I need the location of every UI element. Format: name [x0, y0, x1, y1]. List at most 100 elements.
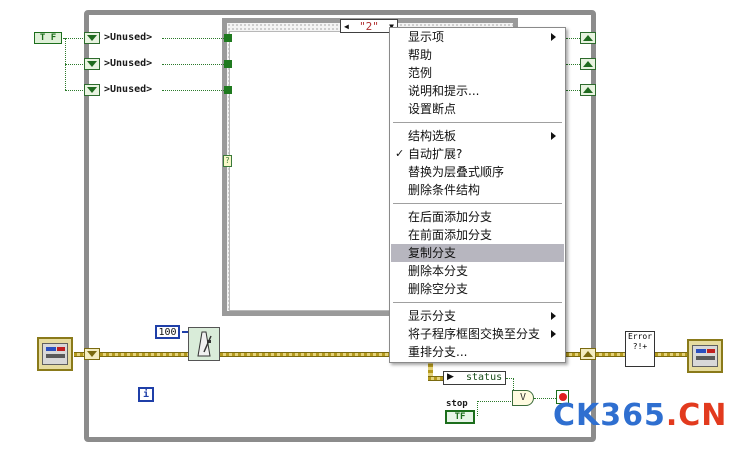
right-shift-register[interactable] [580, 84, 596, 96]
case-selector-terminal[interactable]: ? [223, 155, 232, 167]
menu-item-breakpoint[interactable]: 设置断点 [391, 100, 564, 118]
error-in-cluster[interactable] [37, 337, 73, 371]
menu-item-help[interactable]: 帮助 [391, 46, 564, 64]
error-handler-text: Error ?!+ [627, 332, 653, 351]
submenu-arrow-icon [551, 330, 556, 338]
menu-item-remove-case-structure[interactable]: 删除条件结构 [391, 181, 564, 199]
error-wire[interactable] [74, 352, 88, 357]
error-cluster-icon [692, 345, 718, 367]
left-shift-register[interactable] [84, 32, 100, 44]
error-cluster-icon [42, 343, 68, 365]
unbundle-by-name-status[interactable]: ▶ status [443, 371, 506, 385]
status-wire[interactable] [506, 378, 514, 396]
wait-ms-vi[interactable] [188, 327, 220, 361]
submenu-arrow-icon [551, 312, 556, 320]
stop-boolean-control[interactable]: TF [445, 410, 475, 424]
case-selector-dropdown-icon[interactable]: ▼ [389, 20, 394, 33]
menu-item-label: 显示项 [408, 30, 445, 44]
error-wire[interactable] [655, 352, 687, 357]
menu-item-label: 设置断点 [408, 102, 457, 116]
metronome-icon [197, 331, 212, 357]
error-wire[interactable] [100, 352, 188, 357]
or-gate[interactable]: V [512, 390, 534, 406]
data-wire[interactable] [162, 64, 224, 65]
left-shift-register[interactable] [84, 84, 100, 96]
down-arrow-icon [87, 351, 97, 357]
menu-item-add-case-before[interactable]: 在前面添加分支 [391, 226, 564, 244]
menu-item-remove-empty-cases[interactable]: 删除空分支 [391, 280, 564, 298]
iteration-terminal[interactable]: i [138, 387, 154, 402]
unused-label: >Unused> [104, 84, 153, 95]
menu-item-label: 将子程序框图交换至分支 [408, 327, 541, 341]
unbundle-arrow-icon: ▶ [447, 372, 454, 382]
error-shift-register-right[interactable] [580, 348, 596, 360]
menu-separator [393, 122, 562, 124]
up-arrow-icon [583, 87, 593, 93]
status-label: status [466, 372, 503, 383]
menu-separator [393, 203, 562, 205]
error-wire-down[interactable] [428, 363, 433, 379]
menu-item-label: 复制分支 [408, 246, 457, 260]
numeric-constant-100[interactable]: 100 [155, 325, 180, 339]
context-menu[interactable]: 显示项 帮助 范例 说明和提示... 设置断点 结构选板 ✓自动扩展? 替换为层… [389, 27, 566, 363]
error-wire[interactable] [428, 376, 444, 381]
menu-item-label: 替换为层叠式顺序 [408, 165, 505, 179]
error-wire[interactable] [596, 352, 625, 357]
watermark-part2: .CN [665, 398, 728, 433]
case-selector-prev-icon[interactable]: ◀ [344, 22, 349, 31]
case-selector-value: "2" [359, 20, 379, 33]
boolean-wire[interactable] [63, 38, 85, 39]
menu-item-rearrange-cases[interactable]: 重排分支... [391, 343, 564, 361]
menu-item-description[interactable]: 说明和提示... [391, 82, 564, 100]
while-loop-frame[interactable] [84, 10, 596, 442]
down-arrow-icon [87, 35, 97, 41]
menu-item-structures-palette[interactable]: 结构选板 [391, 127, 564, 145]
case-tunnel[interactable] [224, 60, 232, 68]
boolean-wire[interactable] [534, 398, 556, 399]
unused-label: >Unused> [104, 58, 153, 69]
data-wire[interactable] [162, 38, 224, 39]
case-tunnel[interactable] [224, 86, 232, 94]
data-wire[interactable] [566, 38, 580, 39]
error-wire[interactable] [566, 352, 580, 357]
menu-item-label: 自动扩展? [408, 147, 463, 161]
menu-item-visible-items[interactable]: 显示项 [391, 28, 564, 46]
stop-label: stop [446, 399, 468, 409]
boolean-constant[interactable]: T F [34, 32, 62, 44]
submenu-arrow-icon [551, 33, 556, 41]
menu-item-duplicate-case[interactable]: 复制分支 [391, 244, 564, 262]
case-tunnel[interactable] [224, 34, 232, 42]
menu-item-delete-this-case[interactable]: 删除本分支 [391, 262, 564, 280]
error-wire[interactable] [220, 352, 390, 357]
submenu-arrow-icon [551, 132, 556, 140]
data-wire[interactable] [566, 90, 580, 91]
menu-item-show-case[interactable]: 显示分支 [391, 307, 564, 325]
menu-item-examples[interactable]: 范例 [391, 64, 564, 82]
case-selector-label[interactable]: ◀ "2" ▼ [340, 19, 398, 33]
right-shift-register[interactable] [580, 58, 596, 70]
menu-item-add-case-after[interactable]: 在后面添加分支 [391, 208, 564, 226]
menu-item-replace-sequence[interactable]: 替换为层叠式顺序 [391, 163, 564, 181]
menu-item-label: 删除本分支 [408, 264, 469, 278]
data-wire[interactable] [162, 90, 224, 91]
up-arrow-icon [583, 351, 593, 357]
stop-wire[interactable] [477, 401, 513, 416]
loop-condition-terminal[interactable] [556, 390, 569, 404]
menu-item-swap-diagram-with-case[interactable]: 将子程序框图交换至分支 [391, 325, 564, 343]
menu-separator [393, 302, 562, 304]
numeric-wire[interactable] [182, 331, 190, 333]
checkmark-icon: ✓ [395, 147, 405, 160]
error-shift-register-left[interactable] [84, 348, 100, 360]
right-shift-register[interactable] [580, 32, 596, 44]
simple-error-handler-vi[interactable]: Error ?!+ [625, 331, 655, 367]
boolean-wire[interactable] [65, 64, 85, 65]
menu-item-label: 结构选板 [408, 129, 457, 143]
up-arrow-icon [583, 35, 593, 41]
menu-item-label: 在前面添加分支 [408, 228, 493, 242]
up-arrow-icon [583, 61, 593, 67]
error-out-cluster[interactable] [687, 339, 723, 373]
menu-item-auto-grow[interactable]: ✓自动扩展? [391, 145, 564, 163]
boolean-wire[interactable] [65, 90, 85, 91]
data-wire[interactable] [566, 64, 580, 65]
left-shift-register[interactable] [84, 58, 100, 70]
